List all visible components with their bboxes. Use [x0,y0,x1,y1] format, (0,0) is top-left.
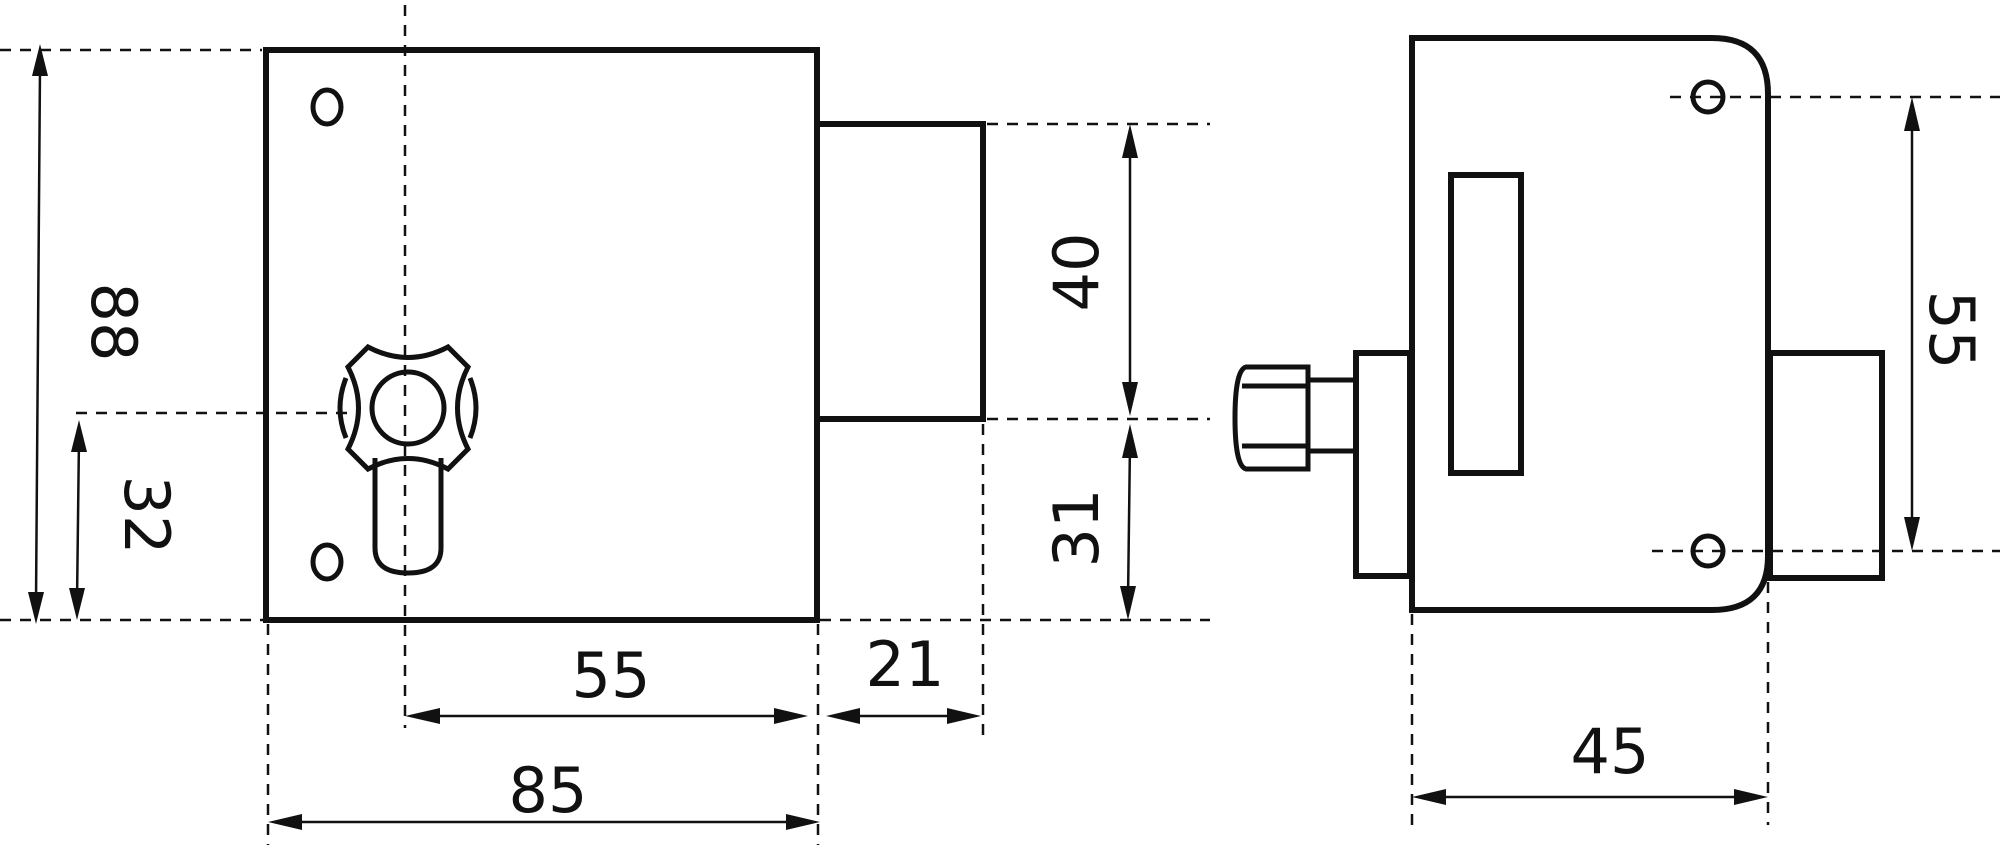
bolt-outline [814,121,986,422]
side-inner-slot [1448,172,1524,476]
front-view: 88 32 85 55 21 40 31 [0,5,1210,845]
side-knob-shaft [1305,377,1356,454]
keyhole [372,458,444,576]
label-bolt-height: 40 [1040,233,1113,312]
cylinder-rosette [337,343,479,473]
dim-total-width [268,814,820,830]
side-view: 55 45 [1232,35,2000,825]
dim-total-height [28,44,48,624]
side-bolt [1767,350,1885,581]
screw-hole-top [310,87,344,127]
dim-bolt-offset [1120,424,1138,620]
dim-bolt-height [1122,124,1138,416]
label-total-width: 85 [509,754,588,827]
side-knob [1232,364,1311,472]
side-plate [1353,350,1413,579]
label-total-height: 88 [77,283,150,362]
screw-hole-bottom [310,542,344,582]
label-bolt-offset: 31 [1040,489,1113,568]
lock-case-outline [263,47,820,623]
dim-depth [1412,789,1768,805]
label-bolt-throw: 21 [866,628,945,701]
dim-hole-spacing [1904,97,1920,551]
label-hole-spacing: 55 [1915,291,1988,370]
label-cylinder-height: 32 [110,476,183,555]
dim-bolt-throw [826,708,981,724]
dim-backset [405,708,808,724]
dim-cylinder-height [69,420,87,620]
side-body-outline [1409,35,1771,613]
label-backset: 55 [572,639,651,712]
label-depth: 45 [1571,715,1650,788]
